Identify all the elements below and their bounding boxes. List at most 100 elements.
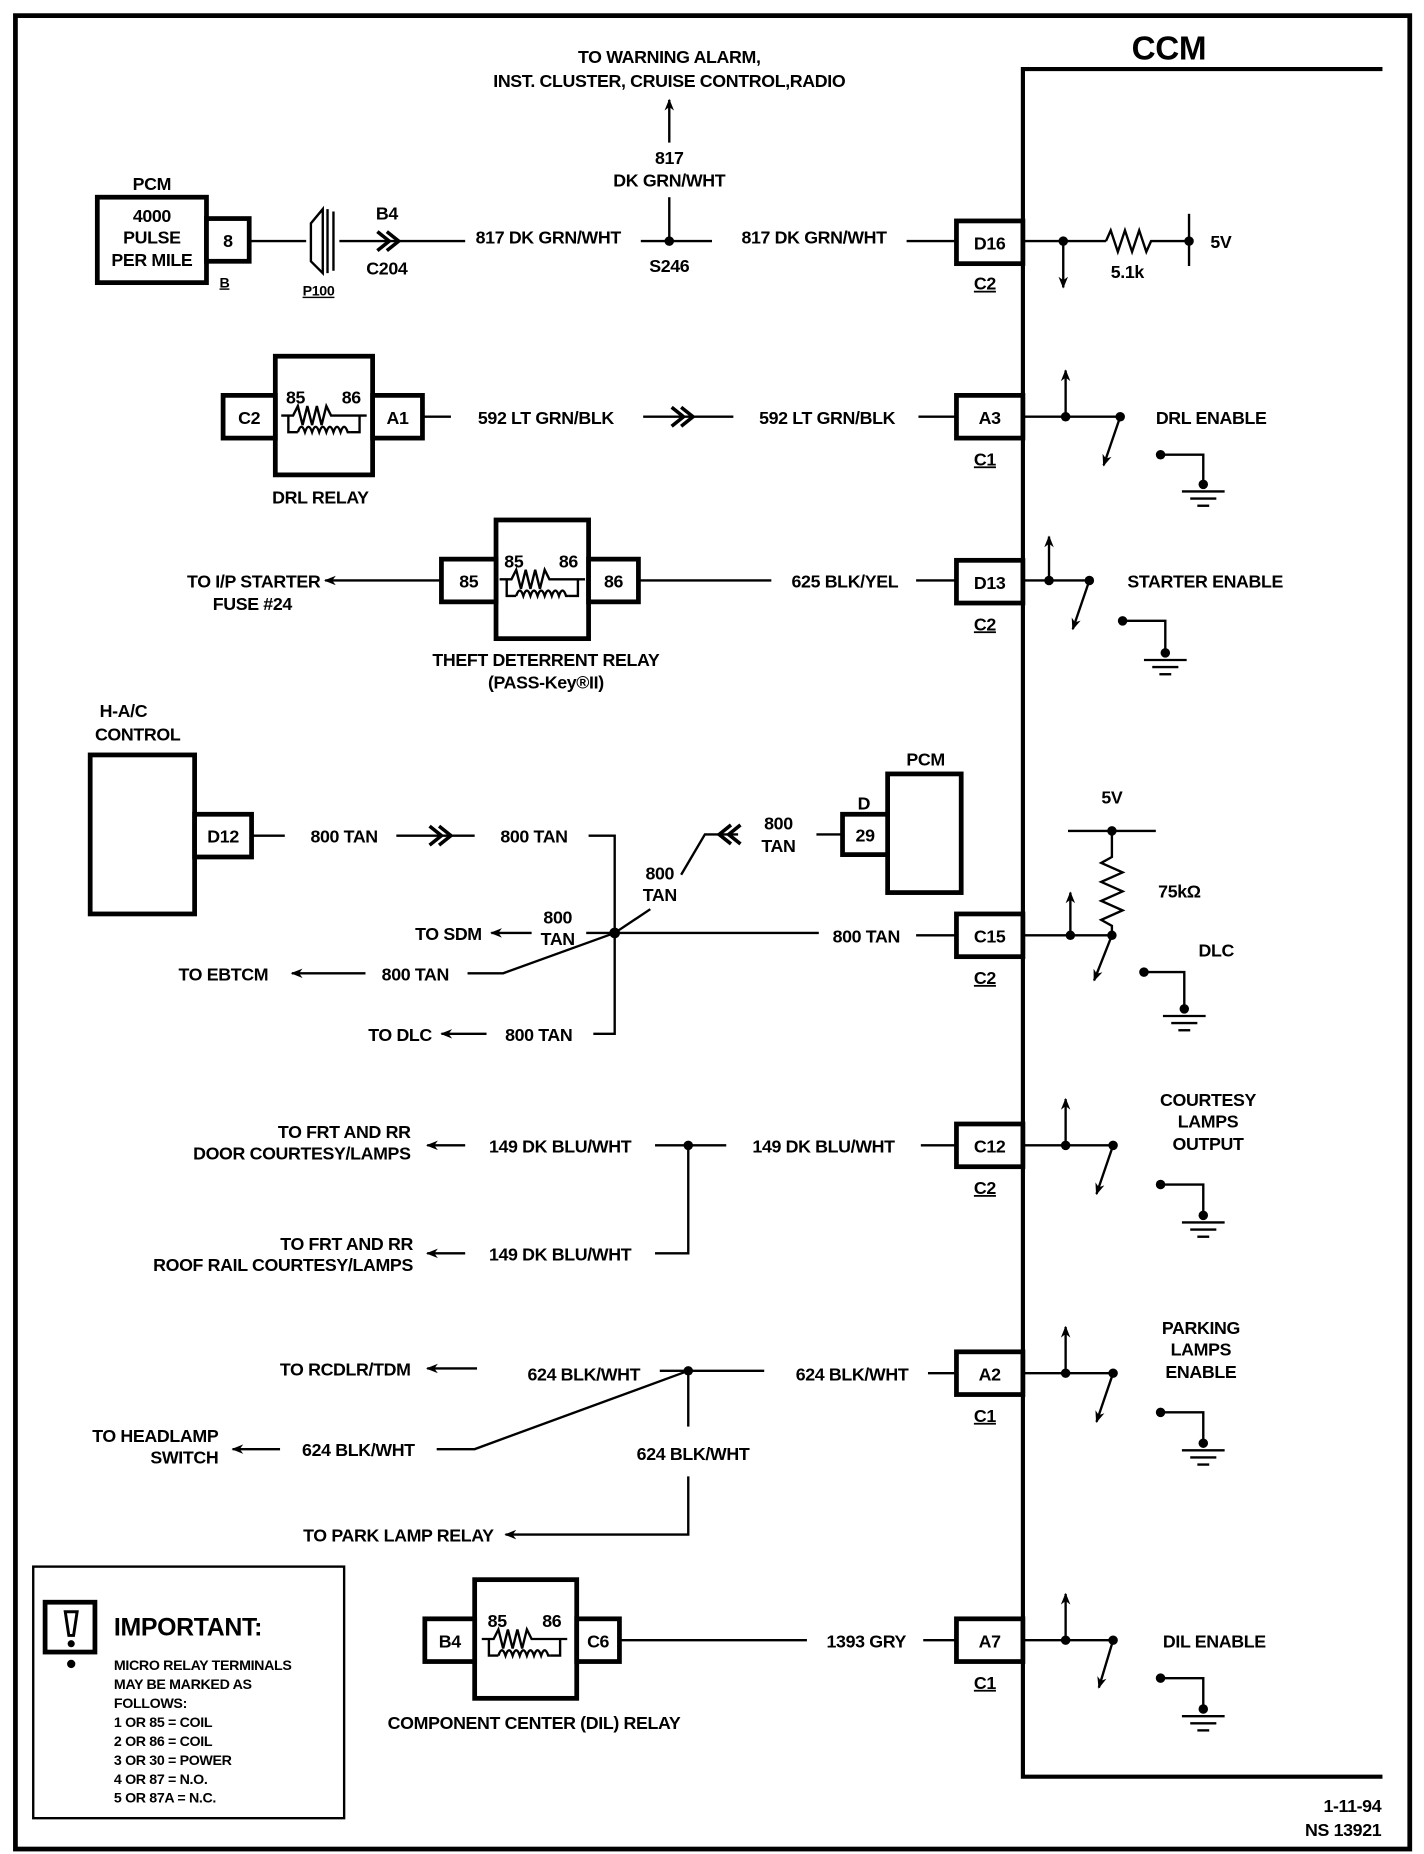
page-border [13, 13, 1413, 1852]
svg-text:C1: C1 [974, 1673, 996, 1693]
resistor-icon [1098, 830, 1126, 936]
inline-connector-icon [309, 205, 335, 277]
row-drl: C2 A1 85 86 DRL RELAY 592 LT GRN/BLK 592… [220, 353, 1267, 507]
svg-text:PCM: PCM [906, 750, 944, 770]
svg-text:COMPONENT CENTER (DIL) RELAY: COMPONENT CENTER (DIL) RELAY [388, 1713, 681, 1733]
svg-text:625 BLK/YEL: 625 BLK/YEL [792, 572, 899, 592]
svg-text:149 DK BLU/WHT: 149 DK BLU/WHT [489, 1136, 632, 1156]
svg-text:800 TAN: 800 TAN [310, 827, 377, 847]
svg-text:CONTROL: CONTROL [95, 725, 181, 745]
switch-arm-icon [1071, 580, 1091, 631]
svg-text:592 LT GRN/BLK: 592 LT GRN/BLK [759, 408, 895, 428]
svg-text:OUTPUT: OUTPUT [1173, 1134, 1244, 1154]
svg-text:149 DK BLU/WHT: 149 DK BLU/WHT [752, 1136, 895, 1156]
row-serial-data: H-A/C CONTROL D12 800 TAN 800 TAN PCM D … [87, 701, 1235, 1045]
svg-text:624 BLK/WHT: 624 BLK/WHT [637, 1444, 750, 1464]
ccm-module: CCM [1020, 31, 1383, 1779]
svg-text:INST. CLUSTER, CRUISE CONTROL,: INST. CLUSTER, CRUISE CONTROL,RADIO [493, 71, 846, 91]
svg-text:624 BLK/WHT: 624 BLK/WHT [796, 1364, 909, 1384]
svg-text:FOLLOWS:: FOLLOWS: [114, 1696, 187, 1712]
svg-text:624 BLK/WHT: 624 BLK/WHT [302, 1440, 415, 1460]
svg-text:DLC: DLC [1199, 941, 1235, 961]
ccm-title: CCM [1132, 31, 1207, 68]
svg-text:85: 85 [488, 1611, 508, 1631]
svg-text:C204: C204 [366, 258, 408, 278]
switch-arm-icon [1093, 934, 1114, 982]
connector-chevron-icon [428, 824, 454, 847]
svg-text:800 TAN: 800 TAN [500, 827, 567, 847]
svg-text:5V: 5V [1101, 788, 1123, 808]
svg-text:IMPORTANT:: IMPORTANT: [114, 1613, 262, 1641]
svg-text:800 TAN: 800 TAN [833, 926, 900, 946]
svg-text:1 OR 85 = COIL: 1 OR 85 = COIL [114, 1715, 213, 1731]
ground-icon [1161, 1014, 1207, 1032]
svg-text:DRL RELAY: DRL RELAY [272, 487, 369, 507]
svg-text:TO PARK LAMP RELAY: TO PARK LAMP RELAY [303, 1526, 494, 1546]
svg-text:D13: D13 [974, 573, 1006, 593]
svg-text:4 OR 87 = N.O.: 4 OR 87 = N.O. [114, 1772, 208, 1788]
row-starter: TO I/P STARTER FUSE #24 85 86 85 86 THEF… [187, 517, 1284, 692]
svg-text:A1: A1 [387, 408, 409, 428]
ground-icon [1142, 658, 1188, 676]
svg-text:DOOR COURTESY/LAMPS: DOOR COURTESY/LAMPS [193, 1144, 411, 1164]
svg-text:(PASS-Key®II): (PASS-Key®II) [488, 672, 604, 692]
svg-text:TO HEADLAMP: TO HEADLAMP [92, 1426, 219, 1446]
svg-text:2 OR 86 = COIL: 2 OR 86 = COIL [114, 1734, 213, 1750]
svg-text:592 LT GRN/BLK: 592 LT GRN/BLK [478, 408, 614, 428]
svg-text:817 DK GRN/WHT: 817 DK GRN/WHT [476, 227, 622, 247]
svg-text:THEFT DETERRENT RELAY: THEFT DETERRENT RELAY [432, 650, 659, 670]
switch-arm-icon [1102, 416, 1122, 467]
svg-text:800: 800 [764, 814, 793, 834]
svg-text:800: 800 [645, 864, 674, 884]
svg-text:817 DK GRN/WHT: 817 DK GRN/WHT [741, 227, 887, 247]
svg-text:DRL ENABLE: DRL ENABLE [1156, 408, 1267, 428]
ground-icon [1180, 1714, 1226, 1732]
important-note: IMPORTANT: MICRO RELAY TERMINALS MAY BE … [32, 1565, 346, 1820]
row-courtesy: TO FRT AND RR DOOR COURTESY/LAMPS 149 DK… [153, 1090, 1257, 1275]
left-arrow-icon [504, 1476, 690, 1540]
svg-text:TO SDM: TO SDM [415, 924, 482, 944]
svg-text:NS 13921: NS 13921 [1305, 1820, 1382, 1840]
switch-arm-icon [1095, 1144, 1115, 1196]
svg-text:D16: D16 [974, 233, 1006, 253]
top-destination: TO WARNING ALARM, INST. CLUSTER, CRUISE … [493, 47, 846, 238]
ccm-pin-a2 [954, 1349, 1026, 1397]
ground-icon [1180, 1221, 1226, 1238]
connector-chevron-icon [376, 230, 402, 252]
svg-text:TO EBTCM: TO EBTCM [178, 964, 268, 984]
svg-text:3 OR 30 = POWER: 3 OR 30 = POWER [114, 1753, 232, 1769]
svg-text:MICRO RELAY TERMINALS: MICRO RELAY TERMINALS [114, 1658, 292, 1674]
ccm-pin-c12 [954, 1121, 1026, 1170]
svg-text:TO I/P STARTER: TO I/P STARTER [187, 572, 321, 592]
svg-text:86: 86 [542, 1611, 562, 1631]
hac-control-box [87, 752, 197, 917]
svg-text:TO WARNING ALARM,: TO WARNING ALARM, [578, 47, 761, 67]
svg-text:FUSE #24: FUSE #24 [213, 594, 293, 614]
svg-text:5V: 5V [1210, 232, 1232, 252]
svg-text:86: 86 [604, 572, 624, 592]
svg-text:800: 800 [543, 907, 572, 927]
row-dil: B4 C6 85 86 COMPONENT CENTER (DIL) RELAY… [388, 1577, 1267, 1733]
svg-text:ENABLE: ENABLE [1165, 1362, 1236, 1382]
svg-text:C2: C2 [974, 1178, 996, 1198]
svg-text:817: 817 [655, 148, 684, 168]
ccm-pin-c15 [954, 911, 1026, 960]
svg-text:ROOF RAIL COURTESY/LAMPS: ROOF RAIL COURTESY/LAMPS [153, 1255, 413, 1275]
connector-chevron-icon [670, 405, 696, 428]
connector-chevron-icon [716, 823, 742, 846]
svg-text:75kΩ: 75kΩ [1158, 881, 1201, 901]
switch-arm-icon [1097, 1639, 1115, 1689]
ccm-pin-d13 [954, 557, 1026, 606]
svg-text:TO FRT AND RR: TO FRT AND RR [278, 1122, 411, 1142]
svg-text:D12: D12 [207, 827, 239, 847]
svg-text:LAMPS: LAMPS [1178, 1112, 1239, 1132]
svg-text:800 TAN: 800 TAN [505, 1025, 572, 1045]
ground-icon [1180, 490, 1226, 507]
resistor-icon [1104, 226, 1190, 256]
svg-text:4000: 4000 [133, 206, 172, 226]
svg-text:PARKING: PARKING [1162, 1318, 1240, 1338]
svg-text:COURTESY: COURTESY [1160, 1090, 1256, 1110]
svg-text:C2: C2 [974, 968, 996, 988]
svg-text:PER MILE: PER MILE [111, 250, 193, 270]
splice-dot [664, 236, 675, 246]
